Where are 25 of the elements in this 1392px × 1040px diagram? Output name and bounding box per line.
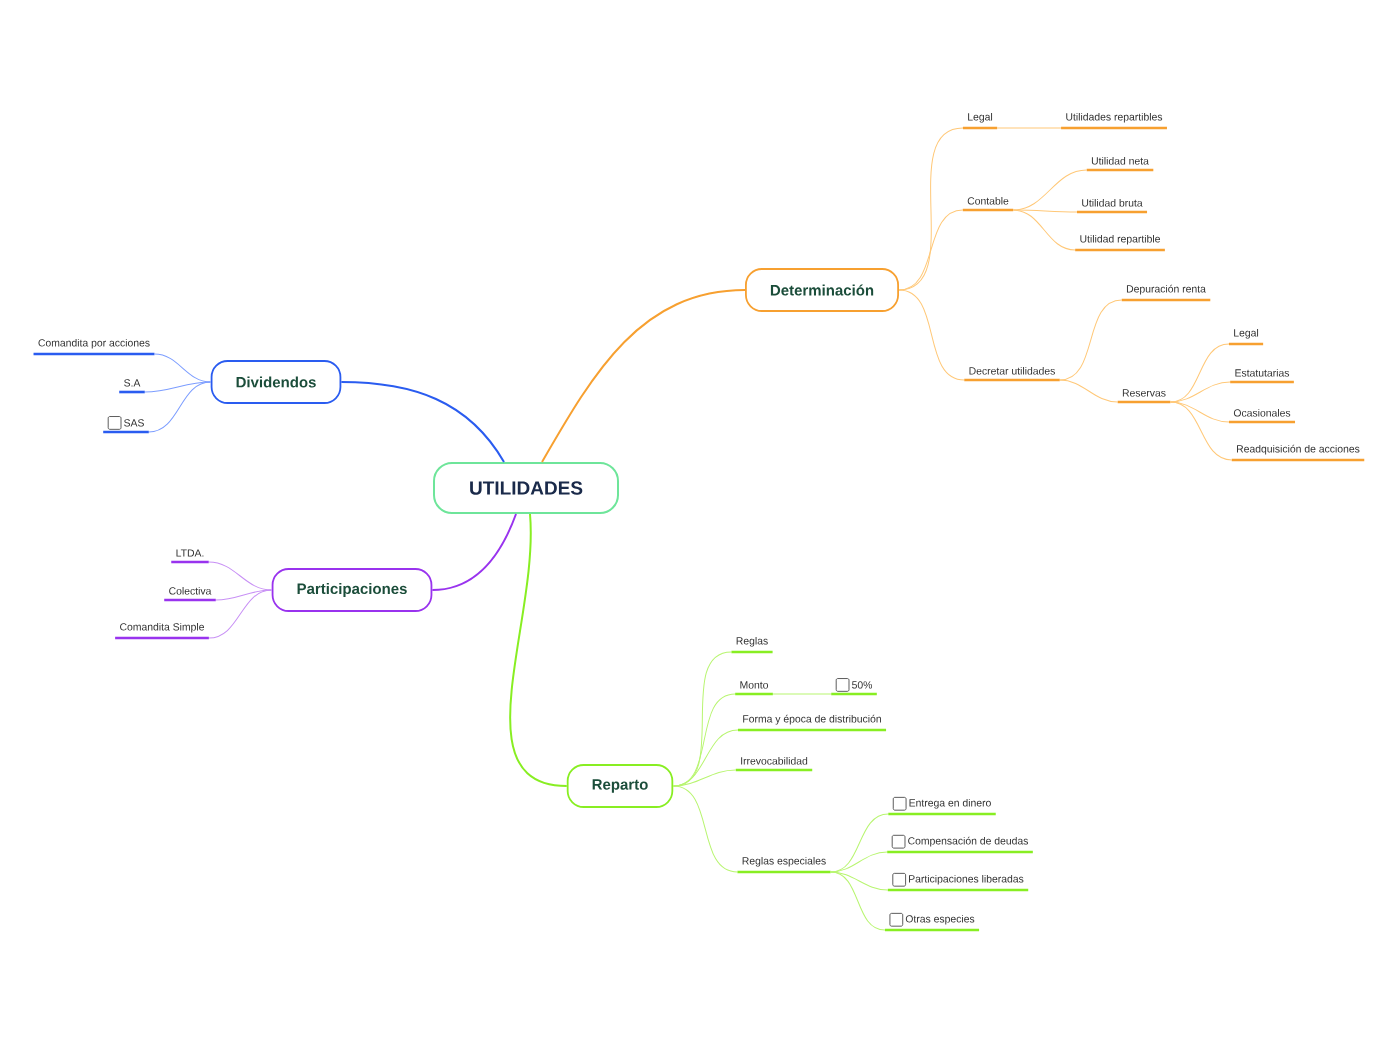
central-topic-box: UTILIDADES [433,462,619,514]
connector [340,381,505,463]
connector [208,589,273,639]
connector [898,289,965,381]
connector [1169,401,1233,461]
connector [996,127,1062,129]
connector [898,209,964,291]
connector [1012,209,1076,251]
connector [830,871,886,931]
connector [431,513,517,591]
connector [1059,379,1119,403]
connector [148,381,212,433]
connector [672,785,738,873]
connector [830,813,889,873]
connector [672,769,737,787]
connector [154,353,212,383]
connector [1012,209,1078,213]
connector [541,289,746,463]
connector [830,851,888,873]
connector [208,561,273,591]
connector [772,693,832,695]
connector [144,381,212,393]
connector [509,513,568,787]
connector [1059,299,1123,381]
connector [1169,381,1231,403]
